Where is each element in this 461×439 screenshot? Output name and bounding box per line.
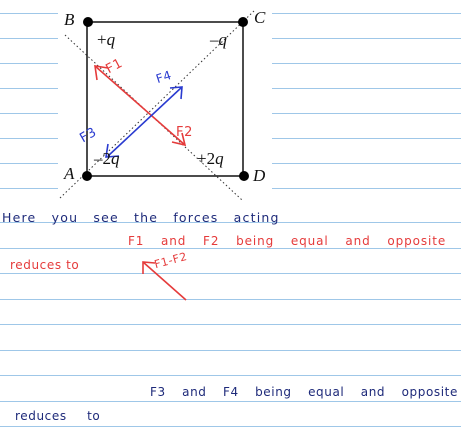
corner-dot-d bbox=[239, 171, 249, 181]
ruled-line bbox=[272, 113, 461, 114]
note-line-1: Here you see the forces acting bbox=[2, 210, 280, 225]
ruled-line bbox=[272, 13, 461, 14]
ruled-line bbox=[0, 38, 58, 39]
charge-label-d: +2q bbox=[197, 149, 224, 168]
corner-label-a: A bbox=[64, 164, 75, 183]
ruled-line bbox=[272, 38, 461, 39]
corner-dot-c bbox=[238, 17, 248, 27]
resultant-arrowhead bbox=[142, 261, 156, 274]
note-line-5: F3 and F4 being equal and opposite bbox=[150, 385, 458, 399]
ruled-line bbox=[0, 163, 58, 164]
ruled-line bbox=[272, 63, 461, 64]
resultant-f1-f2-arrow bbox=[142, 261, 187, 301]
force-label-f2: F2 bbox=[176, 125, 193, 140]
ruled-line bbox=[0, 188, 58, 189]
ruled-line bbox=[272, 88, 461, 89]
diagonal-ac bbox=[59, 9, 256, 199]
f2-arrowhead bbox=[171, 132, 187, 147]
corner-label-c: C bbox=[254, 8, 266, 27]
ruled-line bbox=[0, 13, 58, 14]
charge-label-a: –2q bbox=[94, 149, 120, 168]
f1-arrowhead bbox=[94, 65, 109, 81]
ruled-line bbox=[0, 88, 58, 89]
corner-dot-b bbox=[83, 17, 93, 27]
corner-dot-a bbox=[82, 171, 92, 181]
ruled-line bbox=[0, 401, 461, 402]
blue-force-line bbox=[107, 86, 183, 157]
ruled-line bbox=[0, 350, 461, 351]
ruled-line bbox=[0, 222, 461, 223]
ruled-line bbox=[0, 375, 461, 376]
red-force-line bbox=[94, 65, 186, 146]
ruled-line bbox=[272, 138, 461, 139]
ruled-line bbox=[0, 273, 461, 274]
ruled-line bbox=[0, 138, 58, 139]
note-line-2: F1 and F2 being equal and opposite bbox=[128, 234, 447, 248]
ruled-line bbox=[0, 248, 461, 249]
f4-arrowhead bbox=[169, 86, 183, 100]
square-outline bbox=[86, 21, 244, 177]
ruled-line bbox=[0, 324, 461, 325]
charge-label-b: +q bbox=[97, 30, 116, 49]
ruled-line bbox=[0, 113, 58, 114]
ruled-line bbox=[0, 299, 461, 300]
ruled-line bbox=[272, 163, 461, 164]
ruled-line bbox=[0, 426, 461, 427]
note-line-3: reduces to bbox=[10, 258, 80, 272]
corner-label-d: D bbox=[253, 166, 266, 185]
f3-arrowhead bbox=[105, 143, 120, 158]
ruled-line bbox=[0, 63, 58, 64]
charge-label-c: –q bbox=[210, 30, 227, 49]
note-line-6: reduces to bbox=[15, 409, 101, 423]
ruled-line bbox=[272, 188, 461, 189]
corner-label-b: B bbox=[64, 10, 75, 29]
